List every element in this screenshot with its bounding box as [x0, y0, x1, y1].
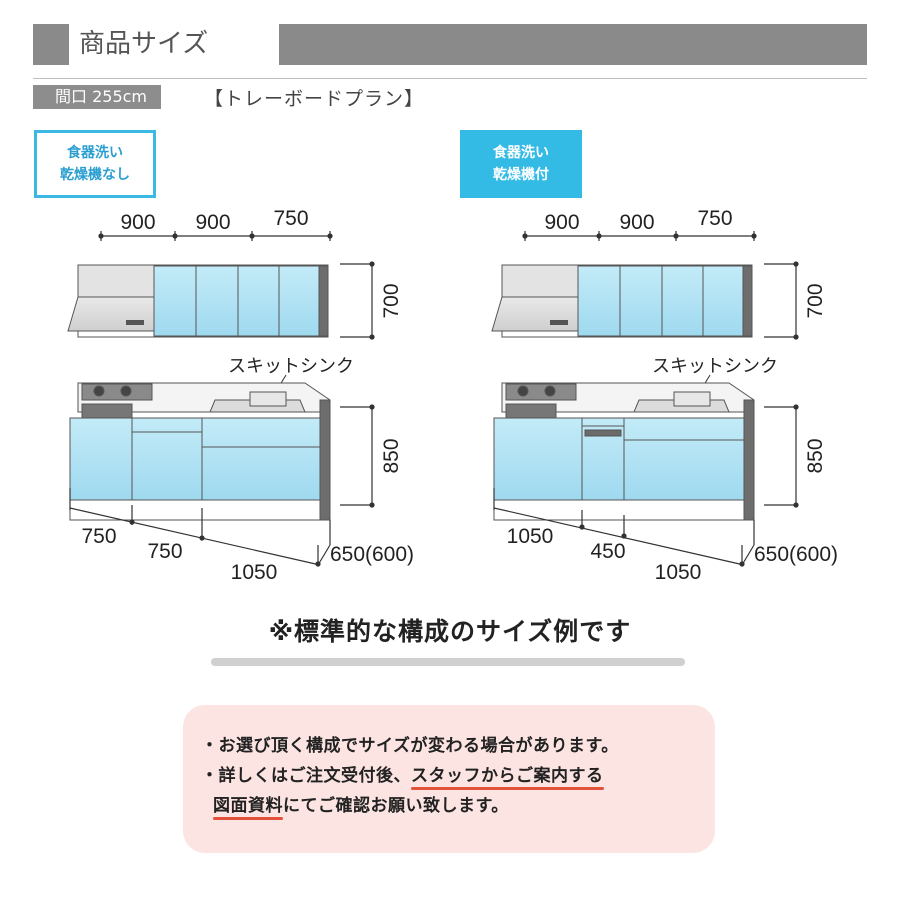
- info-line-1: ・お選び頂く構成でサイズが変わる場合があります。: [201, 736, 619, 756]
- lower-width-1: 1050: [507, 525, 554, 548]
- upper-height-dimension: [340, 261, 375, 340]
- left-kitchen-diagram: 900 900 750 700 スキットシンク: [67, 207, 414, 584]
- lower-width-3: 1050: [655, 561, 702, 584]
- upper-width-dimension: [98, 231, 333, 241]
- badge-line2: 乾燥機なし: [60, 167, 130, 183]
- depth-label: 650(600): [330, 543, 414, 566]
- sink-label: スキットシンク: [652, 356, 778, 377]
- badge-no-dishwasher: 食器洗い 乾燥機なし: [34, 130, 156, 198]
- right-kitchen-diagram: 900 900 750 700 スキットシンク: [491, 207, 838, 584]
- upper-height-label: 700: [804, 283, 827, 318]
- info-line-2: ・詳しくはご注文受付後、スタッフからご案内する: [201, 761, 604, 790]
- badge-with-dishwasher: 食器洗い 乾燥機付: [460, 130, 582, 198]
- badge-line1: 食器洗い: [67, 145, 123, 161]
- info-line-3-end: にてご確認お願い致します。: [283, 796, 509, 816]
- lower-height-dimension: [340, 404, 375, 508]
- info-line-2-start: ・詳しくはご注文受付後、: [201, 766, 411, 786]
- upper-width-2: 900: [195, 211, 230, 234]
- upper-width-dimension: [522, 231, 757, 241]
- base-cabinets: [69, 382, 331, 521]
- standard-config-note: ※標準的な構成のサイズ例です: [268, 617, 632, 646]
- wall-cabinets: [67, 264, 329, 338]
- lower-height-label: 850: [804, 438, 827, 473]
- header-divider: [33, 78, 867, 79]
- lower-width-2: 450: [590, 540, 625, 563]
- info-line-3: 図面資料にてご確認お願い致します。: [213, 791, 509, 820]
- badge-line1: 食器洗い: [493, 145, 549, 161]
- upper-height-dimension: [764, 261, 799, 340]
- info-line-3-highlight: 図面資料: [213, 791, 283, 820]
- width-spec-tag: 間口 255cm: [33, 85, 162, 109]
- note-underline-bar: [211, 658, 685, 666]
- depth-label: 650(600): [754, 543, 838, 566]
- lower-width-dimension: [493, 488, 755, 567]
- wall-cabinets: [491, 264, 753, 338]
- section-title-block: 商品サイズ: [33, 24, 867, 65]
- sink-label: スキットシンク: [228, 356, 354, 377]
- title-bar: [245, 24, 867, 65]
- lower-height-label: 850: [380, 438, 403, 473]
- upper-width-1: 900: [120, 211, 155, 234]
- upper-width-3: 750: [273, 207, 308, 230]
- lower-width-3: 1050: [231, 561, 278, 584]
- upper-width-2: 900: [619, 211, 654, 234]
- upper-height-label: 700: [380, 283, 403, 318]
- plan-label: 【トレーボードプラン】: [204, 88, 425, 110]
- lower-height-dimension: [764, 404, 799, 508]
- info-line-2-highlight: スタッフからご案内する: [411, 761, 604, 790]
- lower-width-2: 750: [147, 540, 182, 563]
- badge-line2: 乾燥機付: [493, 167, 549, 183]
- lower-width-dimension: [69, 488, 331, 567]
- kitchen-size-diagrams: 900 900 750 700 スキットシンク: [67, 207, 838, 584]
- lower-width-1: 750: [81, 525, 116, 548]
- info-notice-box: ・お選び頂く構成でサイズが変わる場合があります。 ・詳しくはご注文受付後、スタッ…: [183, 705, 715, 853]
- section-title: 商品サイズ: [73, 24, 279, 65]
- base-cabinets: [493, 382, 755, 521]
- title-accent: [33, 24, 69, 65]
- upper-width-1: 900: [544, 211, 579, 234]
- upper-width-3: 750: [697, 207, 732, 230]
